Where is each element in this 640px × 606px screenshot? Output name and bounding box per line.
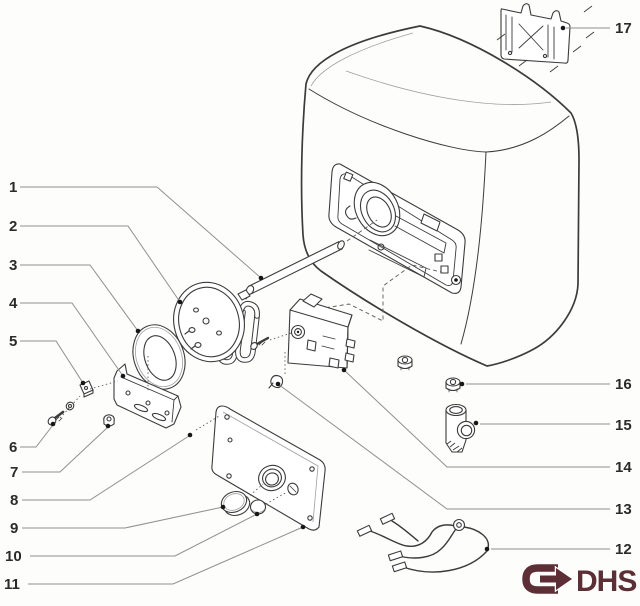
callout-label-8: 8 <box>10 492 18 509</box>
flange-bracket <box>113 363 182 429</box>
thermostat <box>287 293 356 369</box>
callout-2: 2 <box>9 218 183 305</box>
brand-logo: DHS <box>522 564 637 598</box>
cap-button <box>249 499 267 515</box>
callout-label-2: 2 <box>9 218 17 235</box>
wall-bracket <box>496 3 595 73</box>
callout-3: 3 <box>9 257 141 334</box>
callout-16: 16 <box>459 376 632 393</box>
anode-rod <box>237 240 345 301</box>
drain-plug <box>397 355 413 371</box>
callout-label-13: 13 <box>615 501 632 518</box>
plug-16 <box>445 377 461 393</box>
callout-12: 12 <box>484 541 632 558</box>
gasket <box>132 324 186 390</box>
callout-13: 13 <box>275 381 632 518</box>
callout-10: 10 <box>5 511 260 565</box>
heating-element <box>173 281 260 365</box>
assembly-guides <box>59 332 292 505</box>
tee-fitting <box>445 403 476 453</box>
callout-7: 7 <box>10 423 111 481</box>
callout-label-12: 12 <box>615 541 632 558</box>
callout-15: 15 <box>473 417 632 434</box>
wiring-harness <box>356 512 490 573</box>
thermostat-screw <box>250 336 270 350</box>
callout-label-3: 3 <box>9 257 17 274</box>
tank-opening-recess <box>328 163 466 294</box>
callout-label-16: 16 <box>615 376 632 393</box>
callout-label-6: 6 <box>9 439 17 456</box>
callout-label-14: 14 <box>615 459 632 476</box>
callout-9: 9 <box>10 504 226 537</box>
callout-label-10: 10 <box>5 548 22 565</box>
callout-6: 6 <box>9 421 56 456</box>
callout-14: 14 <box>341 367 632 476</box>
callout-4: 4 <box>9 295 126 379</box>
nut <box>103 414 115 427</box>
callout-11: 11 <box>4 524 306 593</box>
callout-1: 1 <box>9 179 264 281</box>
element-terminals <box>184 307 222 350</box>
callout-label-11: 11 <box>4 576 20 593</box>
callout-label-7: 7 <box>10 464 18 481</box>
callout-label-5: 5 <box>9 333 17 350</box>
tank-body <box>300 25 580 367</box>
callout-label-1: 1 <box>9 179 17 196</box>
brand-name: DHS <box>576 565 636 598</box>
callout-label-15: 15 <box>615 417 632 434</box>
logo-ring <box>522 564 558 594</box>
callout-5: 5 <box>9 333 86 386</box>
callout-8: 8 <box>10 432 193 509</box>
callout-label-17: 17 <box>615 20 632 37</box>
spade-terminals <box>356 512 408 573</box>
callouts: 1 2 3 4 5 6 7 8 <box>4 20 632 593</box>
callout-label-4: 4 <box>9 295 18 312</box>
logo-arrow-icon <box>538 565 575 593</box>
cover-panel <box>211 405 326 531</box>
knob <box>220 490 251 517</box>
callout-label-9: 9 <box>10 520 18 537</box>
callout-17: 17 <box>560 20 632 37</box>
